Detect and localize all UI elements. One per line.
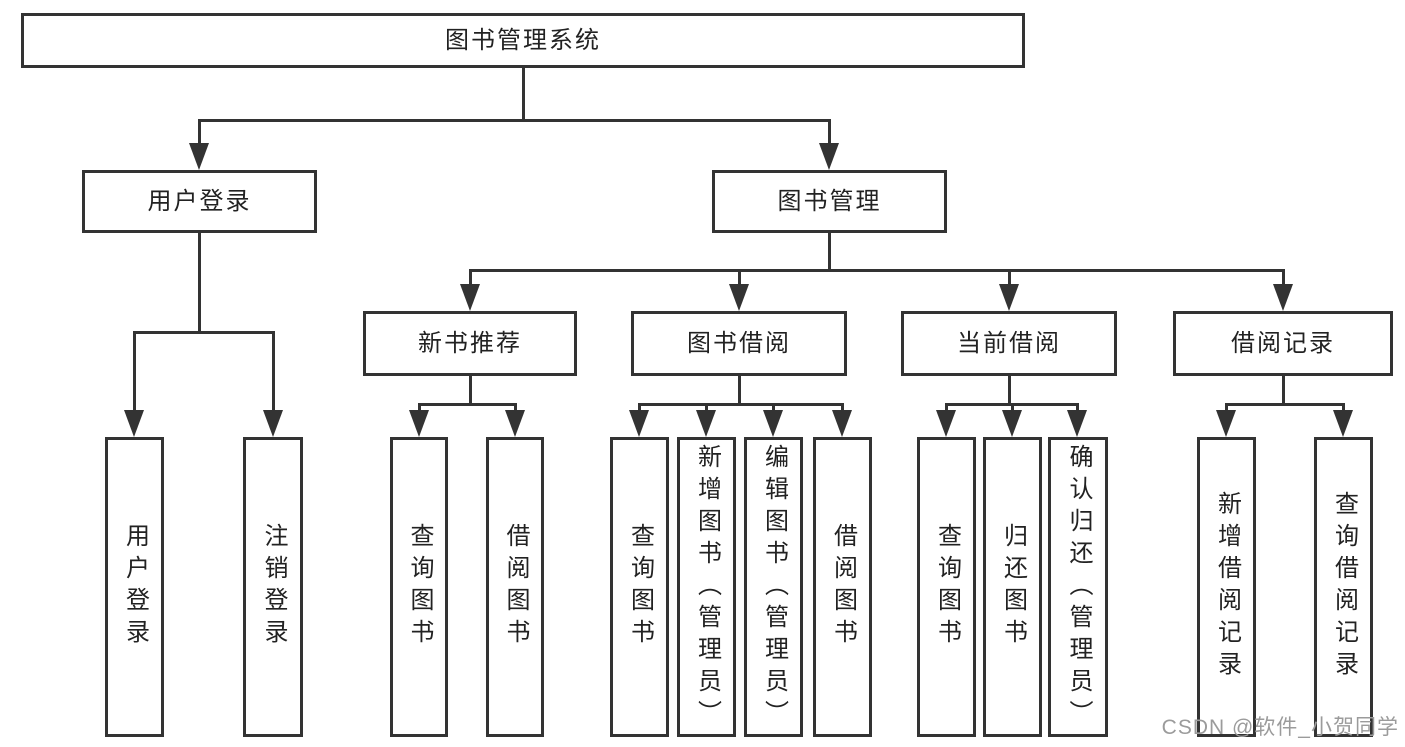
node-new-book-recommend: 新书推荐 xyxy=(363,311,577,376)
edge-book-management-trunk xyxy=(828,233,831,271)
leaf-confirm-return-admin: 确认归还（管理员） xyxy=(1048,437,1108,737)
arrow-down-icon xyxy=(1273,284,1293,311)
edge-drop-new-book xyxy=(469,269,472,287)
edge-drop-leaf xyxy=(1011,403,1014,412)
arrow-down-icon xyxy=(1216,410,1236,437)
edge-trunk xyxy=(469,376,472,405)
node-user-login: 用户登录 xyxy=(82,170,317,233)
edge-trunk xyxy=(738,376,741,405)
edge-drop-leaf xyxy=(772,403,775,412)
edge-user-login-trunk xyxy=(198,233,201,333)
leaf-query-books-current: 查询图书 xyxy=(917,437,976,737)
arrow-down-icon xyxy=(936,410,956,437)
arrow-down-icon xyxy=(696,410,716,437)
node-book-borrow: 图书借阅 xyxy=(631,311,847,376)
edge-drop-leaf xyxy=(945,403,948,412)
edge-user-login-branch xyxy=(133,331,274,334)
leaf-query-borrow-record: 查询借阅记录 xyxy=(1314,437,1373,737)
arrow-down-icon xyxy=(124,410,144,437)
leaf-user-login: 用户登录 xyxy=(105,437,164,737)
leaf-return-books: 归还图书 xyxy=(983,437,1042,737)
edge-root-branch xyxy=(198,119,831,122)
edge-root-trunk xyxy=(522,68,525,120)
node-borrow-records: 借阅记录 xyxy=(1173,311,1393,376)
arrow-down-icon xyxy=(832,410,852,437)
edge-drop-leaf xyxy=(133,331,136,412)
edge-drop-leaf xyxy=(418,403,421,412)
edge-drop-borrow-records xyxy=(1282,269,1285,287)
edge-branch xyxy=(638,403,844,406)
csdn-watermark: CSDN @软件_小贺同学 xyxy=(1161,716,1399,739)
edge-trunk xyxy=(1282,376,1285,405)
arrow-down-icon xyxy=(505,410,525,437)
edge-drop-leaf xyxy=(705,403,708,412)
leaf-edit-books-admin: 编辑图书（管理员） xyxy=(744,437,803,737)
arrow-down-icon xyxy=(763,410,783,437)
arrow-down-icon xyxy=(629,410,649,437)
leaf-borrow-books: 借阅图书 xyxy=(813,437,872,737)
node-current-borrow: 当前借阅 xyxy=(901,311,1117,376)
leaf-borrow-books-recommend: 借阅图书 xyxy=(486,437,544,737)
arrow-down-icon xyxy=(1002,410,1022,437)
arrow-down-icon xyxy=(819,143,839,170)
edge-drop-user-login xyxy=(198,119,201,147)
leaf-query-books-borrow: 查询图书 xyxy=(610,437,669,737)
node-book-management: 图书管理 xyxy=(712,170,947,233)
edge-drop-current-borrow xyxy=(1008,269,1011,287)
edge-drop-book-borrow xyxy=(738,269,741,287)
arrow-down-icon xyxy=(189,143,209,170)
arrow-down-icon xyxy=(460,284,480,311)
edge-drop-leaf xyxy=(1342,403,1345,412)
leaf-query-books-recommend: 查询图书 xyxy=(390,437,448,737)
arrow-down-icon xyxy=(409,410,429,437)
edge-drop-leaf xyxy=(841,403,844,412)
edge-drop-leaf xyxy=(638,403,641,412)
edge-branch xyxy=(418,403,517,406)
arrow-down-icon xyxy=(729,284,749,311)
arrow-down-icon xyxy=(1333,410,1353,437)
leaf-add-borrow-record: 新增借阅记录 xyxy=(1197,437,1256,737)
edge-drop-leaf xyxy=(514,403,517,412)
edge-drop-leaf xyxy=(1076,403,1079,412)
edge-drop-leaf xyxy=(1225,403,1228,412)
edge-book-management-branch xyxy=(469,269,1285,272)
arrow-down-icon xyxy=(999,284,1019,311)
leaf-logout: 注销登录 xyxy=(243,437,303,737)
edge-drop-leaf xyxy=(272,331,275,412)
arrow-down-icon xyxy=(263,410,283,437)
edge-branch xyxy=(1225,403,1345,406)
edge-trunk xyxy=(1008,376,1011,405)
leaf-add-books-admin: 新增图书（管理员） xyxy=(677,437,736,737)
edge-drop-book-management xyxy=(828,119,831,147)
node-library-management-system: 图书管理系统 xyxy=(21,13,1025,68)
arrow-down-icon xyxy=(1067,410,1087,437)
